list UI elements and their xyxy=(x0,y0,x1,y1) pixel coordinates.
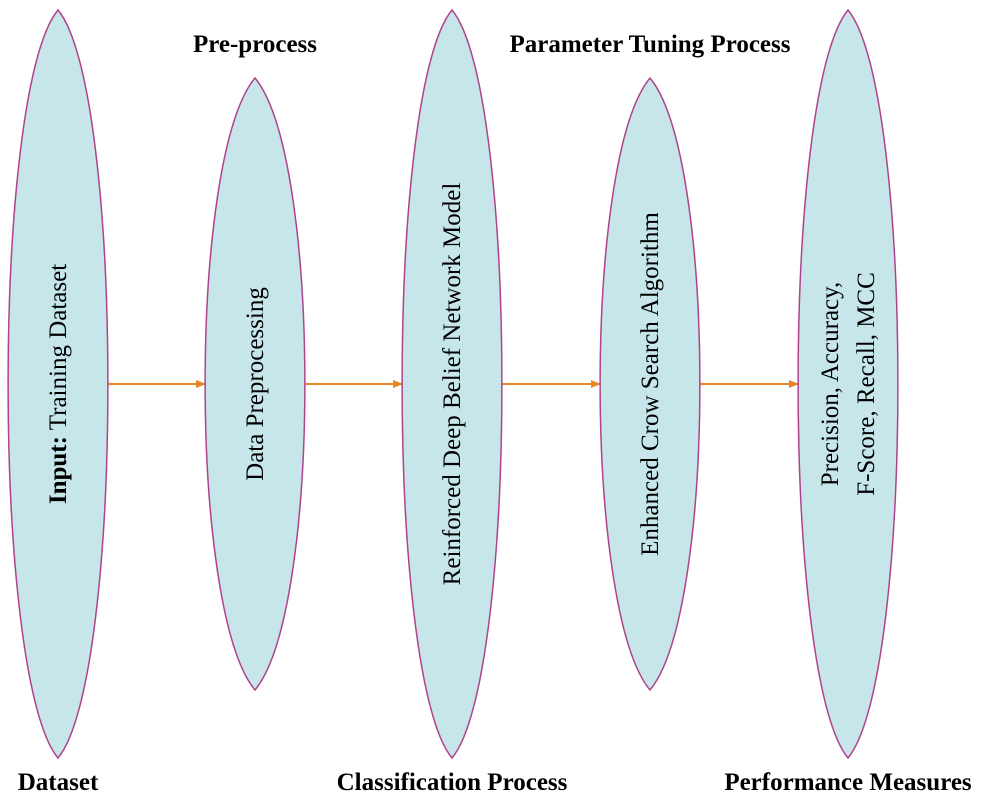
node-label-text: Enhanced Crow Search Algorithm xyxy=(637,212,664,556)
nodes-layer: Input: Training Dataset Data Preprocessin… xyxy=(7,8,899,760)
node-shape-data-preprocessing xyxy=(204,76,306,692)
node-reinforced-dbn: Reinforced Deep Belief Network Model xyxy=(401,8,503,760)
node-shape-training-dataset xyxy=(7,8,109,760)
node-label-text: Training Dataset xyxy=(45,264,72,436)
node-performance-measures: Precision, Accuracy, F-Score, Recall, MCC xyxy=(797,8,899,760)
stage-label-pre-process: Pre-process xyxy=(193,31,317,58)
node-label-text: Reinforced Deep Belief Network Model xyxy=(439,183,466,586)
stage-label-dataset: Dataset xyxy=(18,769,99,796)
node-data-preprocessing: Data Preprocessing xyxy=(204,76,306,692)
node-label-text: Precision, Accuracy, xyxy=(817,282,844,487)
node-label-training-dataset: Input: Training Dataset xyxy=(45,264,72,504)
node-label-data-preprocessing: Data Preprocessing xyxy=(242,287,269,481)
node-label-reinforced-dbn: Reinforced Deep Belief Network Model xyxy=(439,183,466,586)
stage-label-classification-process: Classification Process xyxy=(337,769,568,796)
node-label-prefix: Input: xyxy=(45,436,72,504)
node-label-text: F-Score, Recall, MCC xyxy=(853,272,880,496)
stage-label-parameter-tuning: Parameter Tuning Process xyxy=(509,31,790,58)
node-label-enhanced-crow-search: Enhanced Crow Search Algorithm xyxy=(637,212,664,556)
node-enhanced-crow-search: Enhanced Crow Search Algorithm xyxy=(599,76,701,692)
node-shape-enhanced-crow-search xyxy=(599,76,701,692)
stage-label-performance-measures: Performance Measures xyxy=(724,769,972,796)
node-label-text: Data Preprocessing xyxy=(242,287,269,481)
node-label-performance-measures-line-1: Precision, Accuracy, xyxy=(817,282,844,487)
node-label-performance-measures-line-2: F-Score, Recall, MCC xyxy=(853,272,880,496)
node-shape-performance-measures xyxy=(797,8,899,760)
node-training-dataset: Input: Training Dataset xyxy=(7,8,109,760)
node-shape-reinforced-dbn xyxy=(401,8,503,760)
